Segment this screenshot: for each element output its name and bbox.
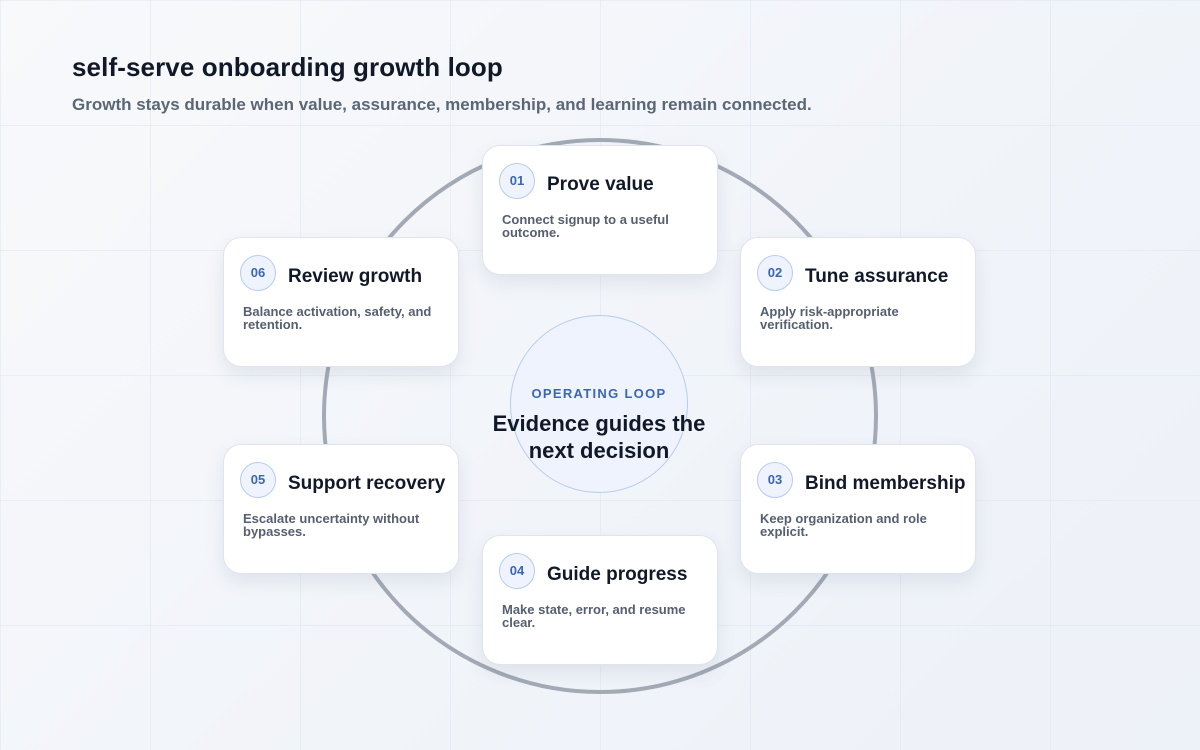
step-title: Tune assurance: [805, 266, 949, 287]
step-card-prove-value: 01 Prove value Connect signup to a usefu…: [482, 145, 718, 275]
loop-ring-circle: [322, 138, 878, 694]
page-subtitle: Growth stays durable when value, assuran…: [72, 95, 812, 114]
step-description: Keep organization and role explicit.: [760, 511, 927, 539]
step-card-tune-assurance: 02 Tune assurance Apply risk-appropriate…: [740, 237, 976, 367]
step-card-support-recovery: 05 Support recovery Escalate uncertainty…: [223, 444, 459, 574]
center-statement: Evidence guides the next decision: [492, 411, 706, 463]
step-number-badge: 06: [240, 255, 276, 291]
step-number-badge: 02: [757, 255, 793, 291]
step-description: Escalate uncertainty without bypasses.: [243, 511, 420, 539]
step-title: Review growth: [288, 266, 423, 287]
step-card-guide-progress: 04 Guide progress Make state, error, and…: [482, 535, 718, 665]
step-description: Apply risk-appropriate verification.: [760, 304, 899, 332]
page-title: self-serve onboarding growth loop: [72, 52, 503, 82]
operating-loop-center: OPERATING LOOP Evidence guides the next …: [493, 315, 705, 493]
step-title: Bind membership: [805, 473, 966, 494]
step-title: Support recovery: [288, 473, 446, 494]
step-card-bind-membership: 03 Bind membership Keep organization and…: [740, 444, 976, 574]
step-card-review-growth: 06 Review growth Balance activation, saf…: [223, 237, 459, 367]
step-description: Balance activation, safety, and retentio…: [243, 304, 432, 332]
step-number-badge: 03: [757, 462, 793, 498]
step-number-badge: 05: [240, 462, 276, 498]
step-description: Make state, error, and resume clear.: [502, 602, 686, 630]
step-number-badge: 01: [499, 163, 535, 199]
step-title: Prove value: [547, 174, 654, 195]
center-kicker: OPERATING LOOP: [531, 386, 667, 401]
step-description: Connect signup to a useful outcome.: [502, 212, 669, 240]
step-number-badge: 04: [499, 553, 535, 589]
step-title: Guide progress: [547, 564, 688, 585]
